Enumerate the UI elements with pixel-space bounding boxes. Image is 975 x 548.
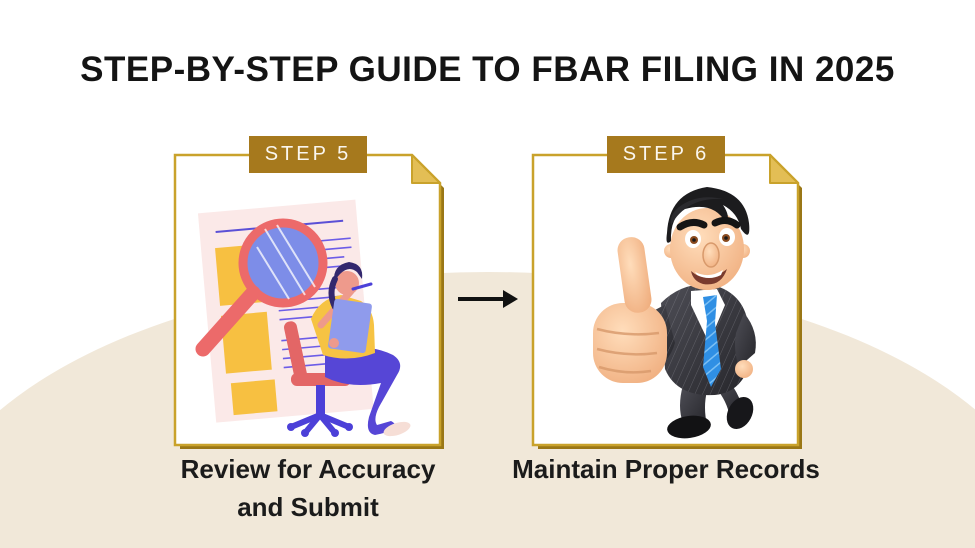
step-6-caption: Maintain Proper Records <box>486 451 846 489</box>
step-5-card: STEP 5 <box>173 136 444 449</box>
reviewer-illustration <box>195 199 411 437</box>
step-5-caption: Review for Accuracy and Submit <box>148 451 468 526</box>
step-5-caption-line-1: Review for Accuracy <box>180 454 436 484</box>
background-ellipse <box>0 272 975 548</box>
thumbs-up-businessman-illustration <box>593 187 756 439</box>
step-5-badge: STEP 5 <box>249 136 367 173</box>
right-arrow-icon <box>458 290 518 308</box>
step-6-card: STEP 6 <box>531 136 802 449</box>
step-6-caption-line-1: Maintain Proper Records <box>512 454 820 484</box>
step-5-caption-line-2: and Submit <box>237 491 379 522</box>
step-6-badge: STEP 6 <box>607 136 725 173</box>
page-title: STEP-BY-STEP GUIDE TO FBAR FILING IN 202… <box>80 50 895 89</box>
